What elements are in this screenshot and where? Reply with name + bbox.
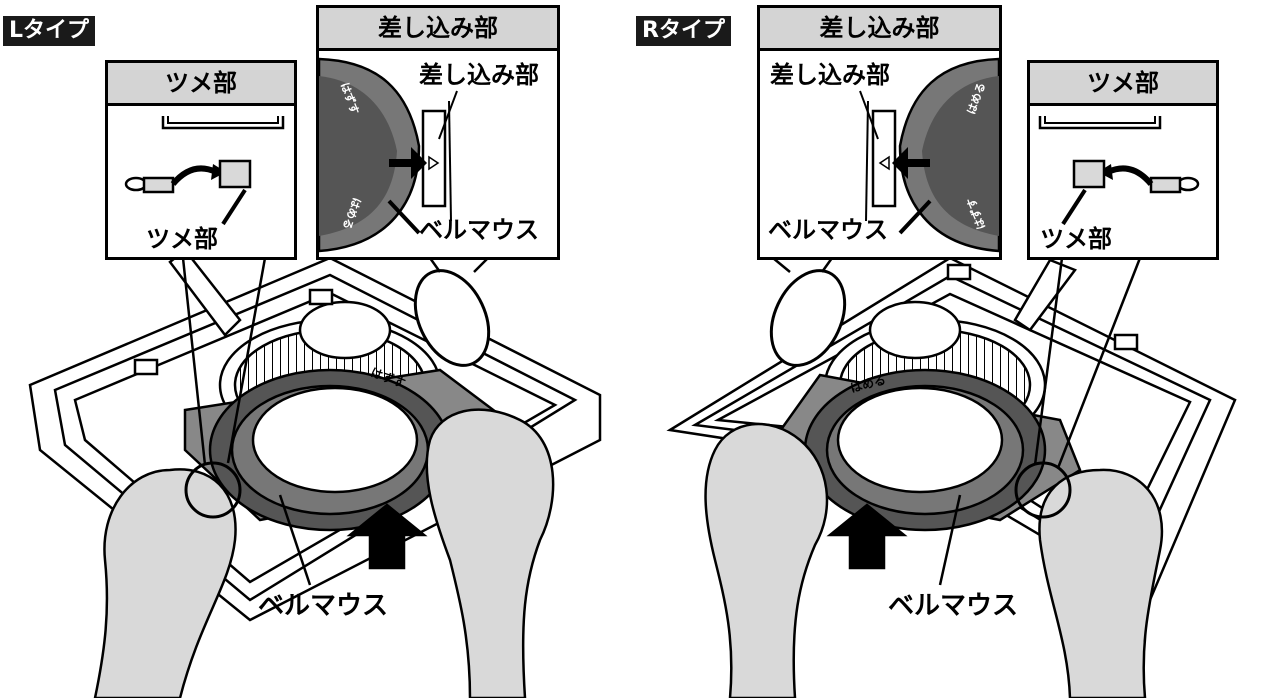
left-insert-circle: [413, 269, 491, 367]
right-type-badge: Rタイプ: [636, 16, 731, 46]
right-bottom-bellmouth-label: ベルマウス: [888, 591, 1019, 621]
left-insert-box: 差し込み部 差し込み部 ベルマウス はずす はめる: [316, 5, 560, 260]
right-claw-box-title: ツメ部: [1030, 63, 1216, 106]
left-hands: [93, 408, 555, 698]
right-hands: [704, 422, 1164, 698]
left-claw-box: ツメ部 ツメ部: [105, 60, 297, 260]
left-insert-detail-icon: [319, 57, 458, 253]
left-bottom-bellmouth-label: ベルマウス: [258, 591, 389, 621]
left-type-badge: Lタイプ: [3, 16, 96, 46]
left-insert-box-title: 差し込み部: [319, 8, 557, 51]
left-claw-circle: [184, 461, 242, 519]
left-claw-box-title: ツメ部: [108, 63, 294, 106]
right-claw-label: ツメ部: [1040, 225, 1112, 253]
right-claw-box: ツメ部 ツメ部: [1027, 60, 1219, 260]
right-claw-circle: [1014, 461, 1072, 519]
right-insert-box-title: 差し込み部: [760, 8, 999, 51]
right-insert-bellmouth-label: ベルマウス: [768, 216, 888, 244]
right-claw-detail-icon: [1038, 116, 1200, 226]
left-claw-label: ツメ部: [146, 225, 218, 253]
right-insert-circle: [769, 269, 847, 367]
right-insert-inner-label: 差し込み部: [770, 61, 890, 89]
right-insert-detail-icon: [859, 57, 999, 253]
right-insert-box: 差し込み部 差し込み部 ベルマウス はめる はずす: [757, 5, 1002, 260]
left-claw-detail-icon: [124, 116, 285, 226]
left-insert-bellmouth-label: ベルマウス: [419, 216, 539, 244]
left-insert-inner-label: 差し込み部: [419, 61, 539, 89]
